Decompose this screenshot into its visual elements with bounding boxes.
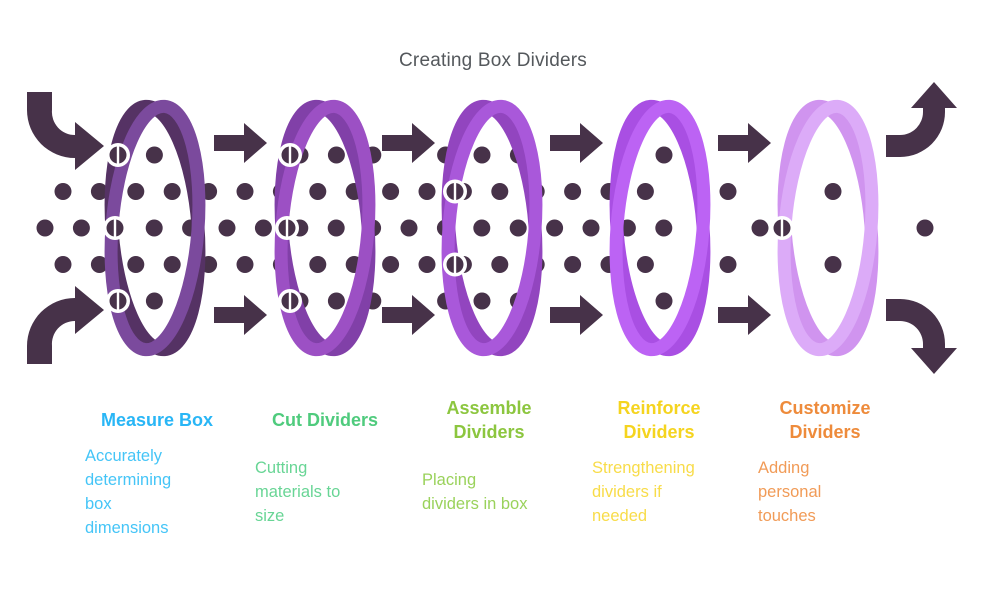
block-arrow-right-icon xyxy=(550,123,603,163)
block-arrow-right-icon xyxy=(718,123,771,163)
curved-arrow-bottom-right-icon xyxy=(886,299,957,374)
ring-edge-dots xyxy=(103,143,794,313)
step-title-assemble-dividers: Assemble Dividers xyxy=(446,398,532,442)
step-description-cut-dividers: Cutting materials to size xyxy=(255,459,341,525)
flow-arrows xyxy=(27,82,957,374)
block-arrow-right-icon xyxy=(214,123,267,163)
curved-arrow-bottom-left-icon xyxy=(27,286,104,364)
block-arrow-right-icon xyxy=(718,295,771,335)
block-arrow-right-icon xyxy=(214,295,267,335)
step-title-cut-dividers: Cut Dividers xyxy=(271,410,379,430)
step-description-assemble-dividers: Placing dividers in box xyxy=(422,471,528,513)
ring-3 xyxy=(441,99,543,357)
ring-4 xyxy=(609,99,711,357)
step-title-measure-box: Measure Box xyxy=(100,410,214,430)
step-title-reinforce-dividers: Reinforce Dividers xyxy=(617,398,701,442)
step-description-customize-dividers: Adding personal touches xyxy=(758,459,822,525)
block-arrow-right-icon xyxy=(550,295,603,335)
step-description-reinforce-dividers: Strengthening dividers if needed xyxy=(592,459,695,525)
block-arrow-right-icon xyxy=(382,123,435,163)
curved-arrow-top-left-icon xyxy=(27,92,104,170)
step-title-customize-dividers: Customize Dividers xyxy=(779,398,871,442)
step-description-measure-box: Accurately determining box dimensions xyxy=(85,447,172,537)
page-title: Creating Box Dividers xyxy=(399,50,587,71)
block-arrow-right-icon xyxy=(382,295,435,335)
curved-arrow-top-right-icon xyxy=(886,82,957,157)
